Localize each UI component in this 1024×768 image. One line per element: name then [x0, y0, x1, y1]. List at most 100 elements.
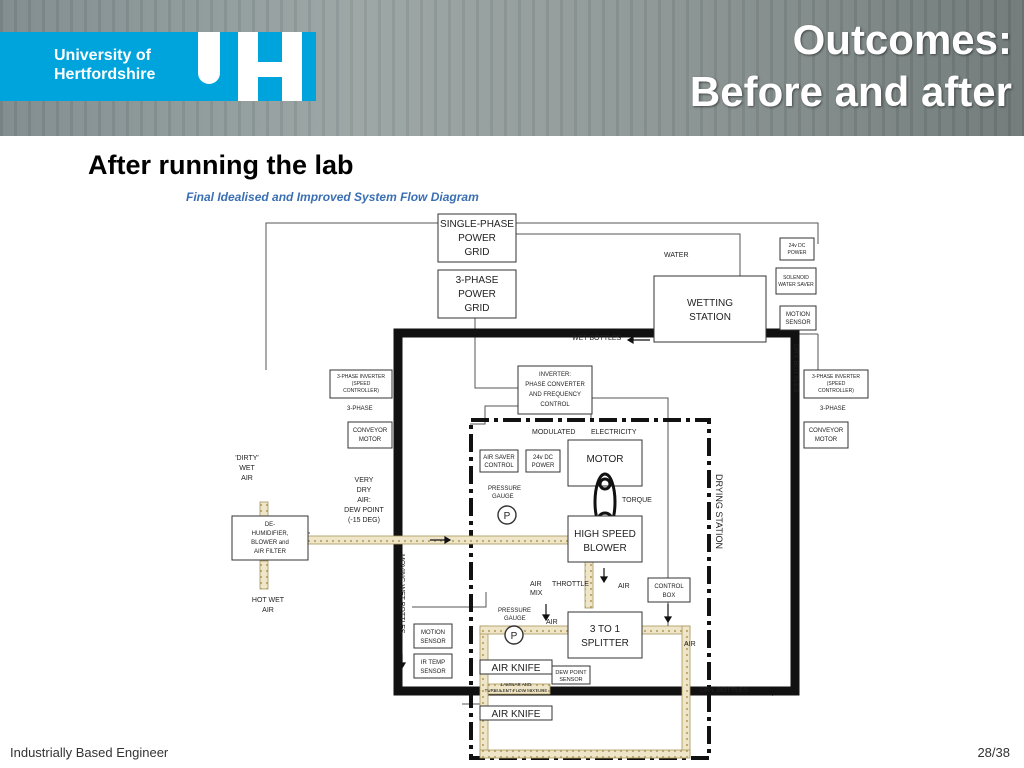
air-knife-bottom: AIR KNIFE [479, 705, 553, 721]
vda-l1: VERY [355, 477, 374, 484]
moving-wet-bottles-label: MOVING WET BOTTLES [398, 554, 405, 634]
wetting-station-l1: WETTING [687, 298, 733, 309]
control-box-l2: BOX [663, 593, 676, 599]
dehum-l3: BLOWER and [251, 540, 289, 546]
slide-subtitle: After running the lab [88, 150, 354, 180]
blower-l2: BLOWER [583, 543, 626, 554]
footer-course-name: Industrially Based Engineer [10, 745, 169, 760]
pressure-gauge-top-l2: GAUGE [492, 494, 514, 500]
air-knife-top: AIR KNIFE [479, 659, 553, 675]
vda-l3: AIR: [357, 497, 371, 504]
single-phase-power-grid: SINGLE-PHASE POWER GRID [437, 213, 517, 263]
ir-temp-sensor: IR TEMP SENSOR [413, 653, 453, 679]
header-banner: University of Hertfordshire Outcomes: Be… [0, 0, 1024, 136]
air-label-right: AIR [618, 583, 630, 590]
solenoid-l1: SOLENOID [783, 275, 809, 281]
vda-l5: (-15 DEG) [348, 517, 380, 524]
inverter-center-l2: PHASE CONVERTER [525, 382, 585, 388]
conveyor-motor-left: CONVEYOR MOTOR [347, 421, 393, 449]
pressure-gauge-low-p: P [511, 631, 518, 642]
ms-low-l2: SENSOR [420, 639, 446, 645]
air-saver-control: AIR SAVER CONTROL [479, 449, 519, 473]
slide-title: Outcomes: Before and after [690, 14, 1012, 118]
pressure-gauge-top: P [497, 505, 517, 525]
hwa-l1: HOT WET [252, 597, 285, 604]
inverter-left-l1: 3-PHASE INVERTER [337, 374, 385, 380]
inverter-right: 3-PHASE INVERTER (SPEED CONTROLLER) [803, 369, 869, 399]
conveyor-motor-right-l1: CONVEYOR [809, 428, 844, 434]
dehum-l4: AIR FILTER [254, 549, 287, 555]
pressure-gauge-low-l1: PRESSURE [498, 608, 531, 614]
three-phase-label-3: GRID [465, 303, 490, 314]
ms-low-l1: MOTION [421, 630, 445, 636]
modulated-label: MODULATED [532, 429, 575, 436]
vda-l4: DEW POINT [344, 507, 384, 514]
slide-title-line-1: Outcomes: [792, 16, 1012, 63]
splitter-l1: 3 TO 1 [590, 624, 621, 635]
motion-sensor-low: MOTION SENSOR [413, 623, 453, 649]
dry-bottles-bottom-label: DRY BOTTLES [700, 687, 749, 694]
dirty-l2: WET [239, 465, 255, 472]
solenoid-l2: WATER SAVER [778, 282, 814, 288]
pressure-gauge-low-l2: GAUGE [504, 616, 526, 622]
dirty-l1: 'DIRTY' [235, 455, 259, 462]
control-box: CONTROL BOX [647, 577, 691, 603]
dc-power-mid: 24v DC POWER [525, 449, 561, 473]
vda-l2: DRY [357, 487, 372, 494]
throttle-label: THROTTLE [552, 581, 589, 588]
motion-sensor-top-l2: SENSOR [785, 320, 811, 326]
system-flow-diagram: Final Idealised and Improved System Flow… [186, 190, 869, 760]
flow-arrows [397, 335, 780, 697]
inverter-center-l3: AND FREQUENCY [529, 392, 581, 398]
conveyor-motor-left-l1: CONVEYOR [353, 428, 388, 434]
dirty-l3: AIR [241, 475, 253, 482]
three-phase-label-1: 3-PHASE [456, 275, 499, 286]
single-phase-label-3: GRID [465, 247, 490, 258]
inverter-left: 3-PHASE INVERTER (SPEED CONTROLLER) [329, 369, 393, 399]
logo-text: University of Hertfordshire [54, 46, 155, 84]
inverter-left-l2: (SPEED [352, 381, 371, 387]
hot-wet-air-label: HOT WET AIR [252, 597, 285, 614]
dirty-wet-air-label: 'DIRTY' WET AIR [235, 455, 259, 482]
blower-l1: HIGH SPEED [574, 529, 636, 540]
inverter-phase-converter: INVERTER: PHASE CONVERTER AND FREQUENCY … [517, 365, 593, 415]
dc-power-top-l2: POWER [788, 250, 807, 256]
university-logo [0, 32, 186, 101]
dry-bottles-side-label: DRY BOTTLES [792, 344, 799, 393]
dps-l1: DEW POINT [555, 670, 587, 676]
motion-sensor-top-l1: MOTION [786, 312, 810, 318]
pressure-gauge-low: P [504, 625, 524, 645]
uh-logo-mark [186, 32, 316, 101]
air-saver-l2: CONTROL [484, 463, 514, 469]
control-box-l1: CONTROL [654, 584, 684, 590]
dehum-l1: DE- [265, 522, 275, 528]
three-phase-right-label: 3-PHASE [820, 406, 846, 412]
ir-l1: IR TEMP [421, 660, 445, 666]
diagram-title: Final Idealised and Improved System Flow… [186, 190, 479, 204]
conveyor-motor-right-l2: MOTOR [815, 437, 838, 443]
logo-line-1: University of [54, 47, 151, 64]
very-dry-air-label: VERY DRY AIR: DEW POINT (-15 DEG) [344, 477, 384, 524]
conveyor-loop [393, 328, 800, 696]
splitter-l2: SPLITTER [581, 638, 629, 649]
wetting-station: WETTING STATION [653, 275, 767, 343]
three-to-one-splitter: 3 TO 1 SPLITTER [567, 611, 643, 659]
drying-station-label: DRYING STATION [714, 474, 724, 549]
air-knife-bottom-label: AIR KNIFE [492, 709, 541, 720]
electricity-label: ELECTRICITY [591, 429, 637, 436]
air-mix-l2: MIX [530, 590, 543, 597]
air-label-far-right: AIR [684, 641, 696, 648]
dew-point-sensor: DEW POINT SENSOR [551, 665, 591, 685]
inverter-right-l2: (SPEED [827, 381, 846, 387]
water-label: WATER [664, 252, 689, 259]
three-phase-left-label: 3-PHASE [347, 406, 373, 412]
motion-sensor-top: MOTION SENSOR [779, 305, 817, 331]
hwa-l2: AIR [262, 607, 274, 614]
motor-label: MOTOR [586, 454, 623, 465]
dehumidifier: DE- HUMIDIFIER, BLOWER and AIR FILTER [231, 515, 309, 561]
inverter-right-l1: 3-PHASE INVERTER [812, 374, 860, 380]
pressure-gauge-top-l1: PRESSURE [488, 486, 521, 492]
three-phase-label-2: POWER [458, 289, 496, 300]
solenoid-water-saver: SOLENOID WATER SAVER [775, 267, 817, 295]
air-mix-l1: AIR [530, 581, 542, 588]
